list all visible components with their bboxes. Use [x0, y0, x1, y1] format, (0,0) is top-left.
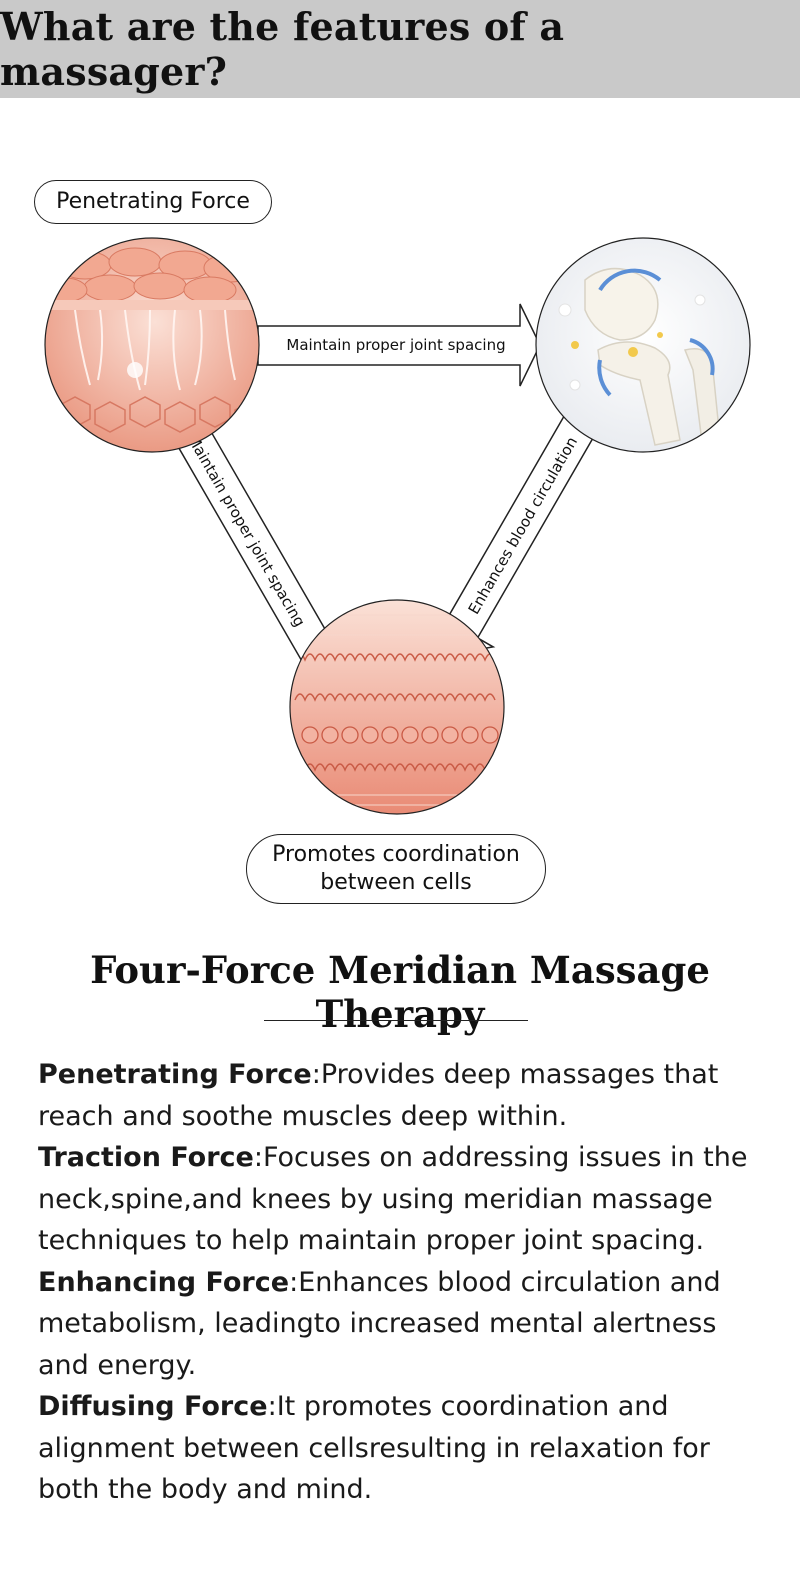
page-title: What are the features of a massager?: [0, 4, 565, 94]
arrow-top: Maintain proper joint spacing: [257, 303, 541, 387]
feature-diffusing: Diffusing Force:It promotes coordination…: [38, 1391, 710, 1505]
arrow-left-label: Maintain proper joint spacing: [184, 431, 309, 630]
feature-text: It promotes coordination and alignment b…: [38, 1391, 710, 1505]
feature-name: Diffusing Force: [38, 1391, 268, 1422]
promotes-coordination-line1: Promotes coordination: [272, 842, 520, 867]
feature-text: Provides deep massages that reach and so…: [38, 1059, 719, 1132]
feature-traction: Traction Force:Focuses on addressing iss…: [38, 1142, 748, 1256]
penetrating-force-text: Penetrating Force: [56, 189, 250, 214]
promotes-coordination-line2: between cells: [320, 870, 472, 895]
title-divider: [264, 1020, 528, 1021]
feature-name: Enhancing Force: [38, 1266, 290, 1298]
feature-name: Traction Force: [38, 1142, 254, 1173]
skin-tissue-image: [44, 237, 260, 453]
arrow-top-label: Maintain proper joint spacing: [286, 336, 505, 354]
penetrating-force-label: Penetrating Force: [34, 180, 272, 224]
promotes-coordination-label: Promotes coordination between cells: [246, 834, 546, 904]
feature-name: Penetrating Force: [38, 1059, 312, 1090]
cell-layers-image: [289, 599, 505, 815]
feature-enhancing: Enhancing Force:Enhances blood circulati…: [38, 1266, 721, 1381]
feature-text: Enhances blood circulation and metabolis…: [38, 1266, 721, 1381]
section-title: Four-Force Meridian Massage Therapy: [90, 948, 710, 1036]
feature-text: Focuses on addressing issues in the neck…: [38, 1142, 748, 1256]
feature-penetrating: Penetrating Force:Provides deep massages…: [38, 1059, 719, 1132]
arrow-right-label: Enhances blood circulation: [465, 434, 581, 618]
feature-descriptions: Penetrating Force:Provides deep massages…: [38, 1054, 768, 1511]
page-header: What are the features of a massager?: [0, 0, 800, 98]
force-cycle-diagram: Maintain proper joint spacing Enhances b…: [44, 237, 751, 815]
